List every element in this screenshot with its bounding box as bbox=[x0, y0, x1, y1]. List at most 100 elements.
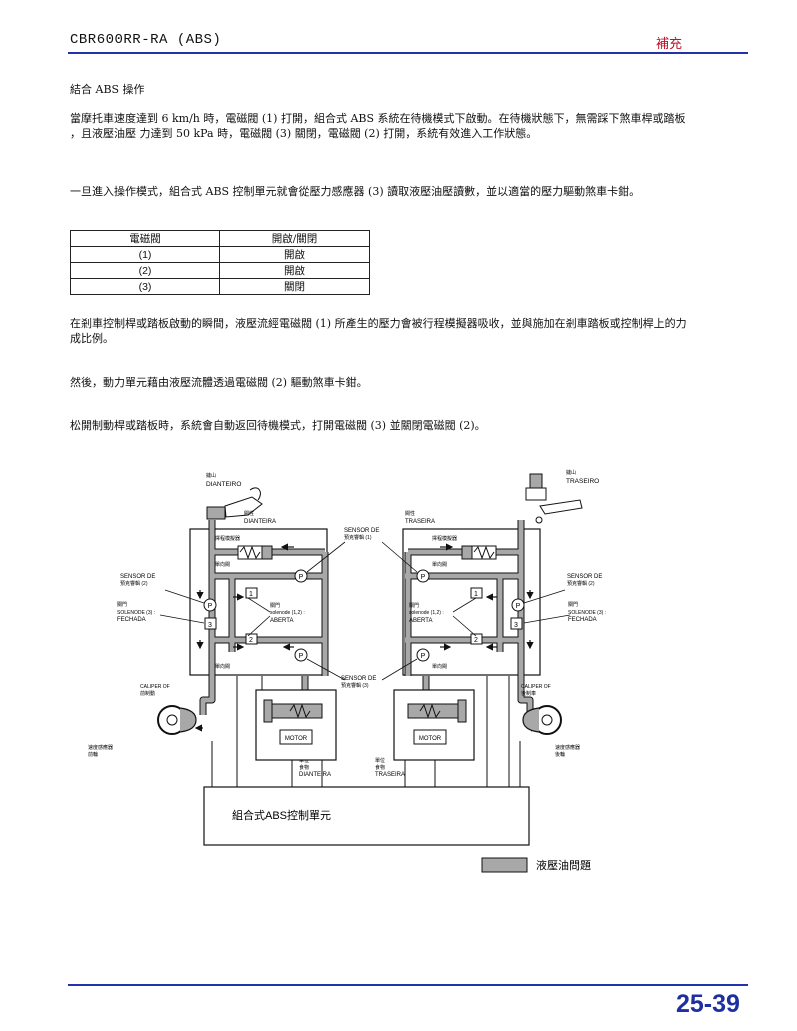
svg-text:關門: 關門 bbox=[568, 602, 578, 608]
front-stroke-sim-label: 擇程模擬器 bbox=[215, 535, 240, 542]
svg-text:關門: 關門 bbox=[117, 602, 127, 608]
legend-swatch bbox=[481, 857, 528, 873]
front-stroke-simulator bbox=[237, 545, 273, 560]
paragraph-3-line-2: 成比例。 bbox=[70, 332, 114, 345]
svg-text:速度感應器: 速度感應器 bbox=[88, 744, 113, 751]
abs-control-unit-label: 組合式ABS控制單元 bbox=[232, 808, 331, 822]
svg-text:前制動: 前制動 bbox=[140, 690, 155, 697]
svg-text:DIANTEIRA: DIANTEIRA bbox=[299, 772, 331, 778]
valve-numbers: 1 2 3 1 2 3 P P P P P P bbox=[208, 574, 521, 660]
svg-text:FECHADA: FECHADA bbox=[568, 617, 597, 623]
table-row: (1) 開啟 bbox=[70, 246, 370, 263]
front-lever-label: DIANTEIRO bbox=[206, 481, 241, 488]
rear-brake-lever bbox=[525, 473, 583, 524]
rear-lever-label: TRASEIRO bbox=[566, 478, 599, 485]
legend-label: 液壓油問題 bbox=[536, 858, 591, 872]
front-modulator-label: DIANTEIRA bbox=[244, 519, 276, 525]
front-check-valve-label: 單向閥 bbox=[215, 561, 230, 568]
rear-modulator-label-cn: 閥性 bbox=[405, 510, 415, 517]
rear-check-valve-label: 單向閥 bbox=[432, 561, 447, 568]
diagram-labels: SENSOR DE 預克響輯 (1) SENSOR DE 預克響輯 (2) SE… bbox=[88, 528, 606, 778]
svg-text:SOLENODE (3) :: SOLENODE (3) : bbox=[117, 610, 155, 616]
leader-lines bbox=[159, 541, 571, 681]
svg-text:預克響輯 (1): 預克響輯 (1) bbox=[344, 534, 372, 541]
svg-text:2: 2 bbox=[474, 637, 478, 644]
svg-text:3: 3 bbox=[208, 622, 212, 629]
svg-text:單位: 單位 bbox=[375, 757, 385, 764]
svg-text:3: 3 bbox=[514, 622, 518, 629]
svg-text:1: 1 bbox=[249, 591, 253, 598]
svg-text:P: P bbox=[299, 653, 304, 660]
rear-modulator-label: TRASEIRA bbox=[405, 519, 435, 525]
svg-text:FECHADA: FECHADA bbox=[117, 617, 146, 623]
paragraph-2: 一旦進入操作模式，組合式 ABS 控制單元就會從壓力感應器 (3) 讀取液壓油壓… bbox=[70, 185, 641, 198]
supplement-label: 補充 bbox=[656, 37, 683, 52]
svg-text:TRASEIRA: TRASEIRA bbox=[375, 772, 405, 778]
front-check-valve-2-label: 單向閥 bbox=[215, 663, 230, 670]
rear-power-unit: MOTOR bbox=[393, 689, 475, 761]
svg-text:食物: 食物 bbox=[375, 764, 385, 771]
paragraph-3-line-1: 在剎車控制桿或踏板啟動的瞬間，液壓流經電磁閥 (1) 所產生的壓力會被行程模擬器… bbox=[70, 317, 687, 330]
svg-text:2: 2 bbox=[249, 637, 253, 644]
svg-text:ABERTA: ABERTA bbox=[270, 618, 293, 624]
front-valves bbox=[203, 569, 308, 662]
rear-caliper bbox=[522, 705, 562, 735]
svg-text:solenode (1,2) :: solenode (1,2) : bbox=[409, 610, 444, 616]
rear-stroke-sim-label: 擇程模擬器 bbox=[432, 535, 457, 542]
svg-text:預克響輯 (3): 預克響輯 (3) bbox=[341, 682, 369, 689]
section-heading: 結合 ABS 操作 bbox=[70, 83, 145, 96]
svg-text:SENSOR DE: SENSOR DE bbox=[344, 528, 379, 534]
paragraph-4: 然後，動力單元藉由液壓流體透過電磁閥 (2) 驅動煞車卡鉗。 bbox=[70, 376, 368, 389]
manual-title: CBR600RR-RA (ABS) bbox=[70, 32, 222, 48]
svg-text:ABERTA: ABERTA bbox=[409, 618, 432, 624]
paragraph-1-line-1: 當摩托車速度達到 6 km/h 時，電磁閥 (1) 打開，組合式 ABS 系統在… bbox=[70, 112, 686, 125]
paragraph-1-line-2: ，且液壓油壓 力達到 50 kPa 時，電磁閥 (3) 關閉，電磁閥 (2) 打… bbox=[70, 127, 538, 140]
valve-table: 電磁閥 開啟/關閉 (1) 開啟 (2) 開啟 (3) 關閉 bbox=[70, 230, 370, 295]
svg-text:速度感應器: 速度感應器 bbox=[555, 744, 580, 751]
svg-text:預克響輯 (2): 預克響輯 (2) bbox=[120, 580, 148, 587]
rear-stroke-simulator bbox=[461, 545, 497, 560]
table-cell-state: 關閉 bbox=[219, 278, 370, 295]
svg-text:P: P bbox=[208, 603, 213, 610]
svg-text:solenode (1,2) :: solenode (1,2) : bbox=[270, 610, 305, 616]
svg-text:CALIPER OF: CALIPER OF bbox=[521, 684, 551, 690]
paragraph-3: 在剎車控制桿或踏板啟動的瞬間，液壓流經電磁閥 (1) 所產生的壓力會被行程模擬器… bbox=[70, 316, 750, 346]
svg-text:後輪: 後輪 bbox=[555, 751, 565, 758]
paragraph-1: 當摩托車速度達到 6 km/h 時，電磁閥 (1) 打開，組合式 ABS 系統在… bbox=[70, 111, 750, 141]
svg-text:SOLENODE (3) :: SOLENODE (3) : bbox=[568, 610, 606, 616]
svg-text:預克響輯 (2): 預克響輯 (2) bbox=[567, 580, 595, 587]
front-lever-label-cn: 鏈山 bbox=[206, 472, 216, 479]
svg-text:關門: 關門 bbox=[270, 603, 280, 609]
svg-text:P: P bbox=[421, 574, 426, 581]
footer-rule bbox=[68, 984, 748, 986]
svg-text:P: P bbox=[516, 603, 521, 610]
rear-check-valve-2-label: 單向閥 bbox=[432, 663, 447, 670]
front-brake-lever bbox=[206, 487, 263, 520]
page-number: 25-39 bbox=[676, 990, 740, 1018]
front-motor-label: MOTOR bbox=[285, 736, 308, 742]
rear-lever-label-cn: 鏈山 bbox=[566, 469, 576, 476]
wiring bbox=[211, 676, 521, 787]
svg-text:食物: 食物 bbox=[299, 764, 309, 771]
table-row: (3) 關閉 bbox=[70, 278, 370, 295]
rear-motor-label: MOTOR bbox=[419, 736, 442, 742]
svg-text:關門: 關門 bbox=[409, 603, 419, 609]
table-row: (2) 開啟 bbox=[70, 262, 370, 279]
svg-text:後制車: 後制車 bbox=[521, 690, 536, 697]
front-caliper bbox=[157, 705, 197, 735]
paragraph-5: 松開制動桿或踏板時，系統會自動返回待機模式，打開電磁閥 (3) 並關閉電磁閥 (… bbox=[70, 419, 486, 432]
front-modulator-label-cn: 閥性 bbox=[244, 510, 254, 517]
svg-text:1: 1 bbox=[474, 591, 478, 598]
header-rule bbox=[68, 52, 748, 54]
svg-text:SENSOR DE: SENSOR DE bbox=[120, 574, 155, 580]
svg-text:P: P bbox=[421, 653, 426, 660]
svg-text:P: P bbox=[299, 574, 304, 581]
rear-valves bbox=[416, 569, 525, 662]
front-power-unit: MOTOR bbox=[255, 689, 337, 761]
abs-control-unit-box bbox=[203, 786, 530, 846]
svg-text:前輪: 前輪 bbox=[88, 751, 98, 758]
svg-text:SENSOR DE: SENSOR DE bbox=[567, 574, 602, 580]
svg-text:SENSOR DE: SENSOR DE bbox=[341, 676, 376, 682]
svg-text:CALIPER OF: CALIPER OF bbox=[140, 684, 170, 690]
